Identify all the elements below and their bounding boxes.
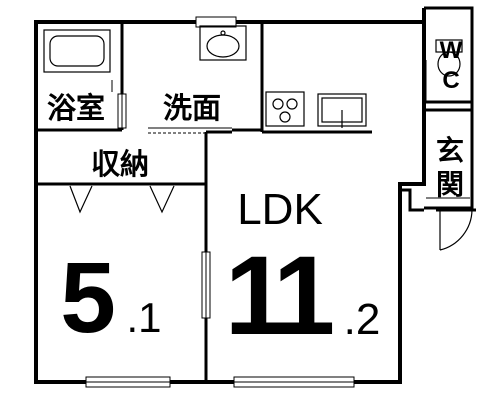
annex-walls bbox=[400, 6, 474, 212]
western-size-integer: 5 bbox=[60, 242, 116, 354]
ldk-size-integer: 11 bbox=[225, 233, 333, 358]
bathtub-icon bbox=[43, 29, 111, 73]
bath-door bbox=[117, 93, 127, 129]
bath-label: 浴室 bbox=[47, 91, 105, 125]
toilet-icon bbox=[435, 39, 463, 77]
kitchen-window bbox=[195, 16, 237, 28]
storage-doors bbox=[69, 185, 175, 214]
entrance-label-top: 玄 bbox=[436, 134, 464, 167]
storage-label: 収納 bbox=[91, 147, 149, 181]
western-size-decimal: .1 bbox=[126, 294, 161, 341]
wc-label-top: W bbox=[440, 37, 463, 64]
stove-icon bbox=[265, 91, 305, 127]
bottom-windows bbox=[85, 376, 355, 388]
outer-walls bbox=[34, 8, 426, 384]
western-sliding-door bbox=[201, 251, 211, 319]
washroom-label: 洗面 bbox=[163, 91, 221, 125]
interior-walls bbox=[36, 22, 372, 382]
kitchen-sink-icon bbox=[317, 93, 367, 128]
entrance-label-bottom: 関 bbox=[436, 168, 464, 201]
wc-label-bottom: C bbox=[442, 67, 459, 94]
ldk-size-decimal: .2 bbox=[344, 295, 381, 344]
entrance-door bbox=[436, 208, 476, 251]
washroom-door bbox=[148, 127, 232, 134]
washbasin-icon bbox=[199, 25, 247, 61]
ldk-label: LDK bbox=[237, 185, 323, 234]
